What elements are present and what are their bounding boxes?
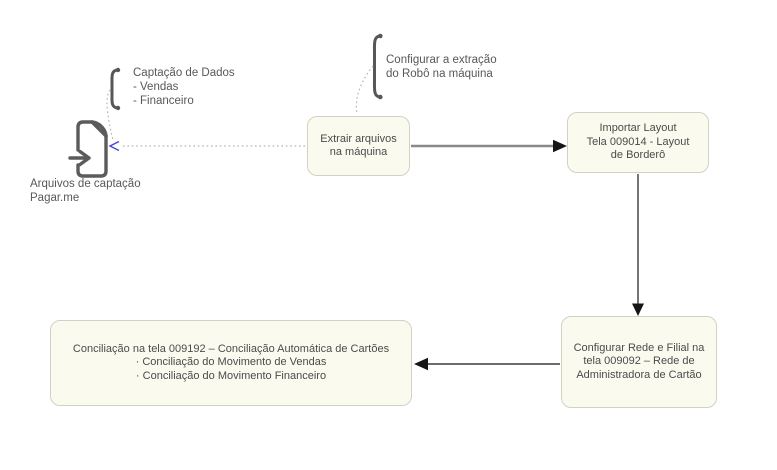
annotation-line: - Vendas xyxy=(133,81,179,93)
file-outline xyxy=(76,134,108,178)
node-label-line: Extrair arquivos xyxy=(320,132,397,145)
node-label-line: Administradora de Cartão xyxy=(576,368,702,381)
node-extrair-arquivos[interactable]: Extrair arquivos na máquina xyxy=(307,116,410,176)
node-label-line: Importar Layout xyxy=(599,122,677,135)
brace-note-captacao: Captação de Dados - Vendas - Financeiro xyxy=(133,66,235,108)
file-fold-corner xyxy=(90,120,108,138)
import-arrow xyxy=(78,149,91,167)
node-label-line: · Conciliação do Movimento Financeiro xyxy=(135,369,327,382)
file-icon-caption: Arquivos de captação Pagar.me xyxy=(30,177,141,205)
arrow-extrair-to-importar xyxy=(411,139,567,153)
brace-note-extracao: Configurar a extração do Robô na máquina xyxy=(386,53,497,81)
node-label-line: de Borderô xyxy=(610,149,666,162)
node-label-line: Configurar Rede e Filial na xyxy=(573,341,705,354)
annotation-line: Captação de Dados xyxy=(133,67,235,79)
node-label-line: Conciliação na tela 009192 – Conciliação… xyxy=(72,342,390,355)
annotation-line: do Robô na máquina xyxy=(386,68,493,80)
file-fold-corner xyxy=(90,120,108,138)
annotation-line: Configurar a extração xyxy=(386,54,497,66)
arrow-rede-to-conciliacao xyxy=(414,357,560,371)
node-importar-layout[interactable]: Importar Layout Tela 009014 - Layout de … xyxy=(567,112,709,173)
node-label-line: na máquina xyxy=(329,146,388,158)
node-label-line: Tela 009014 - Layout xyxy=(586,135,690,148)
annotation-line: - Financeiro xyxy=(133,95,194,107)
file-import-icon[interactable] xyxy=(68,120,108,178)
file-outline xyxy=(76,120,94,152)
curly-brace-icon xyxy=(110,67,121,111)
caption-line: Arquivos de captação xyxy=(30,178,141,190)
node-conciliacao[interactable]: Conciliação na tela 009192 – Conciliação… xyxy=(50,320,412,406)
dotted-leader-line xyxy=(355,65,374,115)
node-configurar-rede[interactable]: Configurar Rede e Filial na tela 009092 … xyxy=(561,316,717,408)
curly-brace-icon xyxy=(372,33,383,100)
blue-arrowhead-icon xyxy=(108,140,120,152)
caption-line: Pagar.me xyxy=(30,192,80,204)
node-label-line: · Conciliação do Movimento de Vendas xyxy=(135,356,327,369)
arrow-importar-to-rede xyxy=(632,174,644,316)
node-label-line: tela 009092 – Rede de xyxy=(583,355,695,368)
